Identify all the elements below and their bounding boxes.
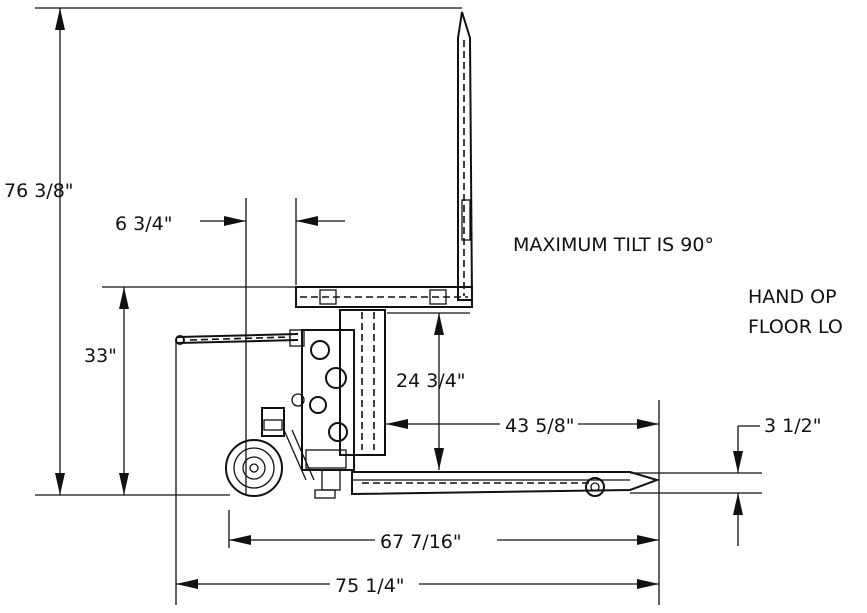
- dimension-platform-height: [119, 287, 129, 495]
- label-platform-height: 33": [84, 345, 117, 367]
- label-offset: 6 3/4": [115, 213, 172, 235]
- note-floor-loading: FLOOR LO: [748, 316, 843, 338]
- dimension-overall-height: [55, 8, 65, 495]
- label-wheelbase: 67 7/16": [380, 531, 462, 553]
- label-fork-length: 43 5/8": [505, 415, 575, 437]
- dimension-fork-clearance: [434, 313, 444, 470]
- note-max-tilt: MAXIMUM TILT IS 90°: [513, 234, 714, 256]
- label-fork-tip-height: 3 1/2": [764, 415, 821, 437]
- dimension-wheelbase: [229, 535, 659, 545]
- dimension-fork-length: [386, 419, 659, 429]
- dimension-labels: 76 3/8" 6 3/4" 33" 24 3/4" 43 5/8" 3 1/2…: [4, 180, 821, 597]
- note-hand-operated: HAND OP: [748, 286, 837, 308]
- notes: MAXIMUM TILT IS 90° HAND OP FLOOR LO: [513, 234, 843, 338]
- label-fork-clearance: 24 3/4": [396, 370, 466, 392]
- dimension-offset: [200, 216, 345, 226]
- label-overall-length: 75 1/4": [335, 575, 405, 597]
- dimension-fork-tip-height: [733, 425, 760, 546]
- pallet-truck-drawing: [175, 11, 661, 499]
- label-overall-height: 76 3/8": [4, 180, 74, 202]
- dimension-overall-length: [176, 579, 659, 589]
- extension-lines: [35, 7, 762, 605]
